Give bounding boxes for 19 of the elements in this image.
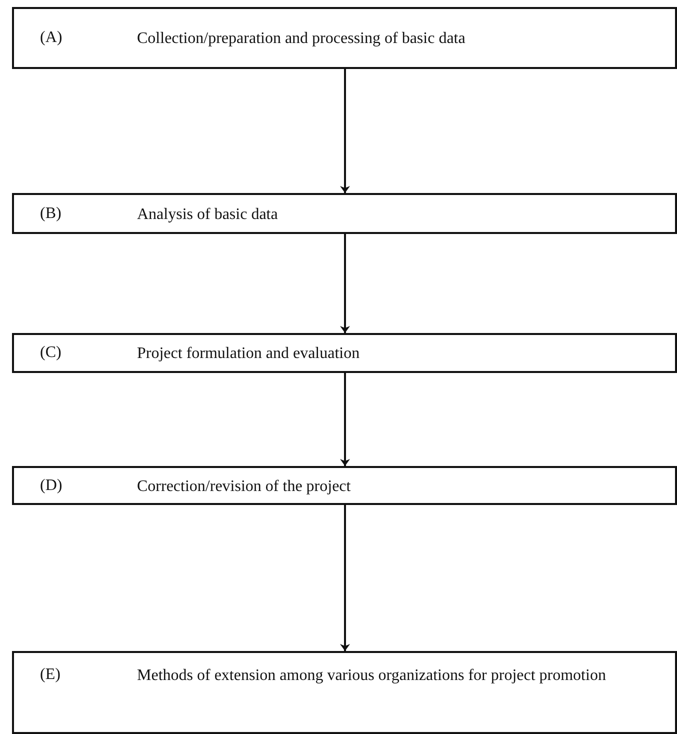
step-letter: (E): [40, 665, 60, 685]
arrow: [340, 234, 350, 333]
step-title: Methods of extension among various organizations for project promotion: [137, 666, 607, 686]
arrow: [340, 373, 350, 466]
step-letter: (D): [40, 476, 62, 496]
process-box: [12, 466, 677, 505]
arrow: [340, 505, 350, 651]
step-letter: (C): [40, 343, 62, 363]
step-letter: (B): [40, 204, 62, 224]
process-box: [12, 333, 677, 373]
process-box: [12, 7, 677, 69]
step-title: Correction/revision of the project: [137, 477, 352, 497]
process-box: [12, 193, 677, 234]
step-letter: (A): [40, 28, 62, 48]
process-box: [12, 651, 677, 734]
step-title: Collection/preparation and processing of basic data: [137, 29, 466, 49]
step-title: Analysis of basic data: [137, 205, 279, 225]
arrow: [340, 69, 350, 193]
step-title: Project formulation and evaluation: [137, 344, 361, 364]
